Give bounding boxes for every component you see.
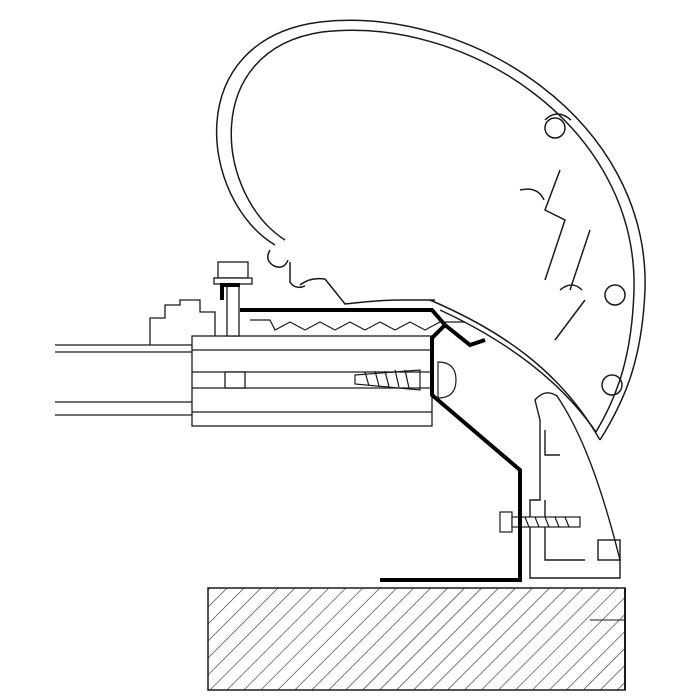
mounting-block [191,335,433,427]
roof-rail [55,299,216,416]
screw [354,361,457,399]
wall-profile [529,392,621,579]
seal-strip [250,319,465,331]
adapter-bracket [220,283,522,582]
wall-section [207,587,626,691]
lower-bolt [499,511,581,533]
bolt [213,261,253,337]
